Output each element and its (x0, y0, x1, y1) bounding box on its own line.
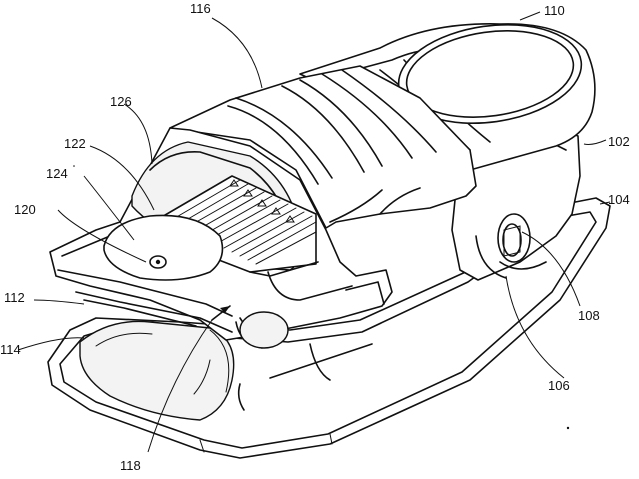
latch-slot (498, 214, 530, 262)
label-124: 124 (46, 166, 68, 181)
label-114: 114 (0, 342, 21, 357)
speck (73, 165, 75, 167)
label-104: 104 (608, 192, 630, 207)
label-116: 116 (190, 1, 211, 16)
label-110: 110 (544, 3, 565, 18)
label-120: 120 (14, 202, 36, 217)
rotor-disc (104, 215, 222, 280)
label-102: 102 (608, 134, 630, 149)
label-118: 118 (120, 458, 141, 473)
label-108: 108 (578, 308, 600, 323)
label-122: 122 (64, 136, 86, 151)
label-126: 126 (110, 94, 132, 109)
label-106: 106 (548, 378, 570, 393)
label-112: 112 (4, 290, 25, 305)
speck (567, 427, 569, 429)
